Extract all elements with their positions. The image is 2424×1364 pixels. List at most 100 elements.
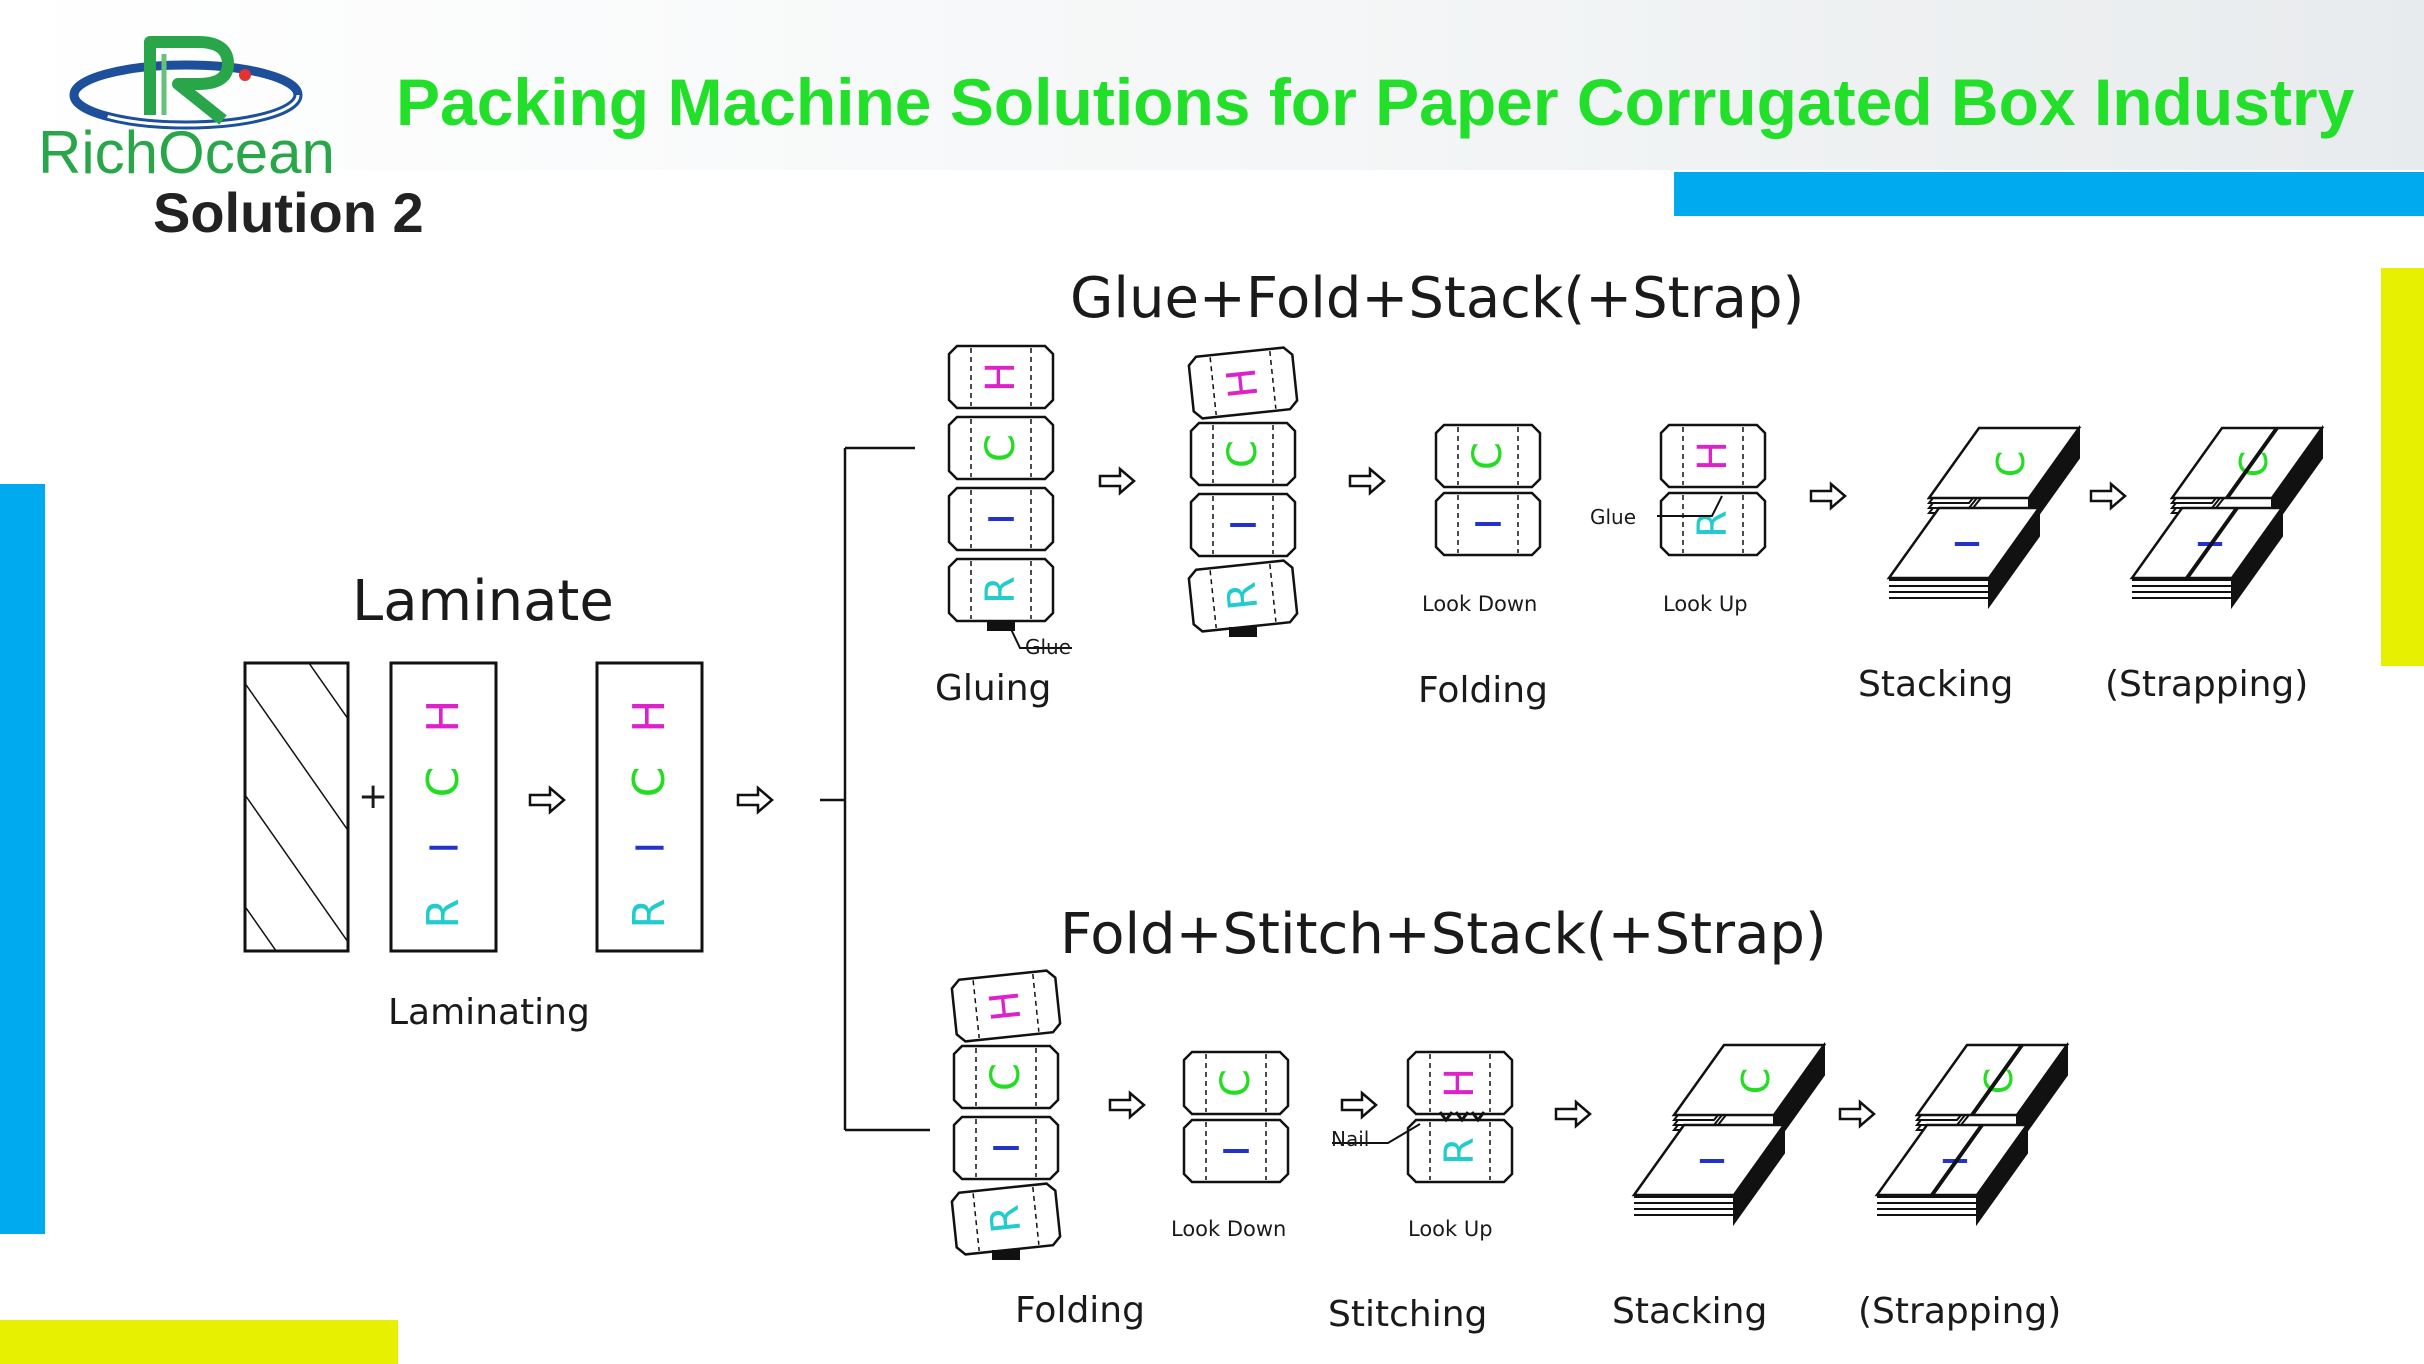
fold-look-down: C bbox=[1434, 423, 1542, 557]
box-panel: R bbox=[947, 557, 1055, 623]
bottom-look-down: Look Down bbox=[1171, 1217, 1286, 1241]
strapped-boxes: C bbox=[2129, 424, 2325, 610]
strapped-boxes-bottom: C bbox=[1874, 1041, 2070, 1227]
box-panel: C bbox=[952, 1044, 1060, 1110]
stitch-mark bbox=[1454, 1111, 1470, 1123]
strap-band bbox=[2185, 426, 2279, 580]
caption-folding-top: Folding bbox=[1418, 670, 1548, 711]
glue-note: Glue bbox=[1025, 635, 1071, 659]
box-letter: C bbox=[1989, 451, 2033, 478]
box-letter: C bbox=[1220, 440, 1266, 468]
nail-leader-line bbox=[1332, 1123, 1421, 1144]
box-letter: C bbox=[1977, 1068, 2021, 1095]
box-letter: H bbox=[418, 700, 469, 733]
glue-leader-line bbox=[1009, 626, 1072, 649]
accent-bar-left-blue bbox=[0, 484, 45, 1234]
stack-top-box: C bbox=[1874, 1041, 2070, 1227]
caption-laminating: Laminating bbox=[388, 992, 590, 1033]
nail-note: Nail bbox=[1331, 1127, 1369, 1151]
flow-arrow-icon bbox=[1098, 466, 1136, 496]
box-letter: H bbox=[624, 700, 675, 733]
richocean-logo-icon bbox=[69, 36, 303, 130]
box-letter: C bbox=[1465, 442, 1511, 470]
stacked-boxes: C bbox=[1886, 424, 2082, 610]
plus-sign: + bbox=[358, 776, 388, 817]
box-panel: C bbox=[1189, 421, 1297, 487]
header-background bbox=[0, 0, 2424, 170]
box-letter: H bbox=[978, 362, 1024, 392]
box-panel: C bbox=[947, 415, 1055, 481]
box-letter: R bbox=[978, 576, 1024, 604]
box-letter: C bbox=[2232, 451, 2276, 478]
caption-stitching: Stitching bbox=[1328, 1294, 1487, 1335]
stack-top-box: C bbox=[2129, 424, 2325, 610]
folded-panel: H bbox=[1659, 423, 1767, 489]
box-letter: C bbox=[624, 767, 675, 798]
folded-panel bbox=[1434, 491, 1542, 557]
accent-bar-bottom-yellow bbox=[0, 1320, 398, 1364]
gluing-strip: H C R bbox=[947, 344, 1055, 631]
box-panel: H bbox=[1187, 346, 1299, 420]
strap-band bbox=[1930, 1043, 2024, 1197]
flow-arrow-icon bbox=[1809, 481, 1847, 511]
accent-bar-right-yellow bbox=[2381, 268, 2424, 666]
glue-leader-line-2 bbox=[1657, 495, 1723, 517]
flow-arrows bbox=[528, 466, 2127, 1129]
box-panel: H bbox=[947, 344, 1055, 410]
folding-strip: H C R bbox=[950, 969, 1062, 1260]
box-letter: H bbox=[982, 989, 1031, 1024]
bottom-row-heading: Fold+Stitch+Stack(+Strap) bbox=[1060, 902, 1827, 967]
glue-flap bbox=[1229, 627, 1257, 637]
folded-panel: R bbox=[1659, 491, 1767, 557]
caption-gluing: Gluing bbox=[935, 668, 1051, 709]
flow-arrow-icon bbox=[1554, 1099, 1592, 1129]
stitch-look-up: HR bbox=[1406, 1050, 1514, 1184]
box-panel bbox=[947, 486, 1055, 552]
printed-sheet: HCR bbox=[389, 661, 498, 953]
box-letter: R bbox=[1219, 580, 1268, 612]
caption-stacking-top: Stacking bbox=[1858, 664, 2013, 705]
folded-panel: C bbox=[1434, 423, 1542, 489]
bottom-look-up: Look Up bbox=[1408, 1217, 1493, 1241]
box-panel: R bbox=[950, 1182, 1062, 1256]
flow-arrow-icon bbox=[736, 785, 774, 815]
top-row-heading: Glue+Fold+Stack(+Strap) bbox=[1070, 266, 1804, 331]
laminated-sheet: H C R bbox=[595, 661, 704, 953]
flow-arrow-icon bbox=[1340, 1090, 1378, 1120]
box-panel bbox=[952, 1115, 1060, 1181]
stitch-mark bbox=[1438, 1111, 1454, 1123]
folded-panel: R bbox=[1406, 1118, 1514, 1184]
stack-top-box: C bbox=[1886, 424, 2082, 610]
stacked-boxes-bottom: C bbox=[1631, 1041, 1827, 1227]
box-panel bbox=[1189, 492, 1297, 558]
top-look-down: Look Down bbox=[1422, 592, 1537, 616]
box-letter: C bbox=[1734, 1068, 1778, 1095]
accent-bar-top-blue bbox=[1674, 172, 2424, 216]
box-letter: C bbox=[983, 1063, 1029, 1091]
flow-arrow-icon bbox=[2089, 481, 2127, 511]
box-panel: H bbox=[950, 969, 1062, 1043]
flow-arrow-icon bbox=[1348, 466, 1386, 496]
branch-bracket bbox=[820, 446, 930, 1132]
sheet-outline bbox=[595, 661, 704, 953]
box-letter: C bbox=[978, 434, 1024, 462]
glue-note-2: Glue bbox=[1590, 505, 1636, 529]
box-letter: H bbox=[1219, 366, 1268, 401]
stitch-look-down: C bbox=[1182, 1050, 1290, 1184]
brand-name: RichOcean bbox=[38, 119, 335, 186]
box-panel: R bbox=[1187, 559, 1299, 633]
stitch-mark bbox=[1470, 1111, 1486, 1123]
glue-flap bbox=[987, 621, 1015, 631]
fold-look-up: HR bbox=[1659, 423, 1767, 557]
caption-folding-bottom: Folding bbox=[1015, 1290, 1145, 1331]
top-look-up: Look Up bbox=[1663, 592, 1748, 616]
folded-panel: C bbox=[1182, 1050, 1290, 1116]
box-letter: R bbox=[1437, 1137, 1483, 1165]
flow-arrow-icon bbox=[1108, 1090, 1146, 1120]
box-letter: C bbox=[1213, 1069, 1259, 1097]
stack-top-box: C bbox=[1631, 1041, 1827, 1227]
box-letter: H bbox=[1690, 441, 1736, 471]
box-letter: R bbox=[624, 898, 675, 929]
caption-strapping-top: (Strapping) bbox=[2105, 664, 2308, 705]
